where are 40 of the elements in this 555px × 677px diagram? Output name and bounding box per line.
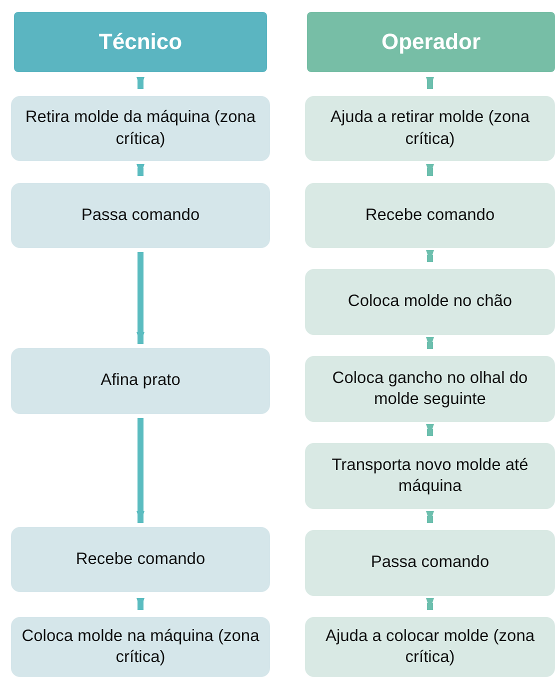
step-text: Passa comando bbox=[81, 204, 200, 226]
arrow bbox=[426, 77, 434, 89]
arrow bbox=[136, 252, 144, 344]
arrow bbox=[136, 418, 144, 523]
step-text: Recebe comando bbox=[76, 548, 206, 570]
process-box bbox=[11, 527, 270, 592]
step-text: Transporta novo molde até máquina bbox=[330, 454, 530, 497]
process-box bbox=[305, 356, 555, 422]
process-box bbox=[11, 348, 270, 414]
step-text: Coloca molde na máquina (zona crítica) bbox=[20, 626, 260, 668]
arrow bbox=[426, 337, 434, 349]
step-text: Ajuda a colocar molde (zona crítica) bbox=[324, 626, 536, 668]
arrow bbox=[136, 164, 144, 176]
process-box bbox=[305, 443, 555, 509]
process-box bbox=[305, 530, 555, 596]
process-box bbox=[11, 96, 270, 161]
arrow bbox=[426, 250, 434, 262]
arrow bbox=[426, 511, 434, 523]
step-text: Coloca molde no chão bbox=[348, 291, 512, 312]
step-text: Coloca gancho no olhal do molde seguinte bbox=[331, 368, 529, 410]
lane-title: Operador bbox=[381, 28, 481, 56]
step-text: Afina prato bbox=[100, 370, 180, 392]
process-box bbox=[11, 183, 270, 248]
arrow bbox=[136, 77, 144, 89]
step-text: Recebe comando bbox=[365, 204, 495, 226]
step-text: Passa comando bbox=[370, 552, 490, 574]
step-text: Ajuda a retirar molde (zona crítica) bbox=[329, 107, 530, 150]
process-box bbox=[305, 269, 555, 335]
process-box bbox=[305, 183, 555, 248]
arrow bbox=[136, 598, 144, 610]
lane-title: Técnico bbox=[98, 28, 182, 56]
arrow bbox=[426, 598, 434, 610]
process-box bbox=[305, 96, 555, 161]
arrow bbox=[426, 424, 434, 436]
process-box bbox=[11, 617, 270, 677]
process-box bbox=[305, 617, 555, 677]
step-text: Retira molde da máquina (zona crítica) bbox=[24, 107, 257, 150]
lane-header bbox=[307, 12, 555, 72]
lane-header bbox=[14, 12, 267, 72]
arrow bbox=[426, 164, 434, 176]
